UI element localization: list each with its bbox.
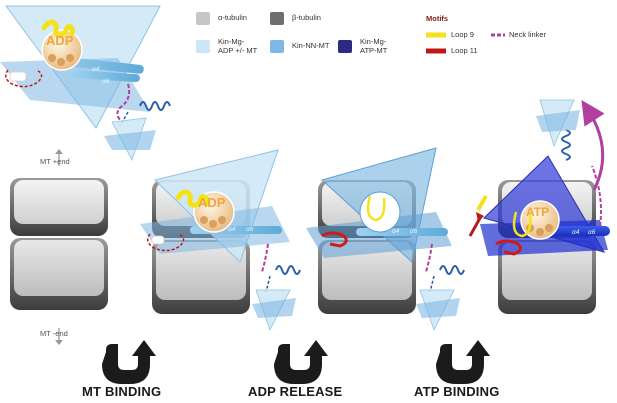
step-label-adp-release: ADP RELEASE — [248, 384, 343, 399]
legend-swatch-alpha-tubulin — [196, 12, 210, 25]
legend-swatch-kin-mg-atp — [338, 40, 352, 53]
legend-label-beta-tubulin: β-tubulin — [292, 13, 321, 22]
loop9 — [175, 189, 209, 208]
alpha4-label-state1: α4 — [92, 66, 100, 73]
mt-minus-end-label: MT -end — [40, 329, 68, 338]
legend — [196, 12, 352, 53]
step-label-atp-binding: ATP BINDING — [414, 384, 500, 399]
loop9 — [41, 19, 75, 38]
legend-swatch-kin-mg-adp — [196, 40, 210, 53]
alpha6-label-state2: α6 — [246, 226, 254, 233]
alpha6-helix — [70, 69, 140, 83]
adp-label-state2: ADP — [198, 195, 226, 210]
coiled-coil — [561, 129, 571, 161]
empty-nucleotide-pocket — [359, 191, 401, 233]
loop11-label: Loop 11 — [451, 46, 478, 55]
alpha4-label-state2: α4 — [228, 226, 236, 233]
alpha6-label-state3: α6 — [410, 228, 418, 235]
state-kinesin-atp-mt — [468, 99, 610, 314]
alpha6-label-state4: α6 — [588, 229, 596, 236]
loop11-ordered — [495, 239, 522, 256]
step-arrow-atp-binding — [436, 340, 490, 384]
step-label-mt-binding: MT BINDING — [82, 384, 162, 399]
alpha4-label-state3: α4 — [392, 228, 400, 235]
microtubule-reference — [10, 149, 108, 345]
step-arrow-mt-binding — [102, 340, 156, 384]
legend-swatch-kin-nn-mt — [270, 40, 284, 53]
loop11-ordered — [321, 231, 348, 248]
adp-label-state1: ADP — [46, 33, 74, 48]
legend-label-alpha-tubulin: α-tubulin — [218, 13, 247, 22]
legend-label-kin-nn-mt: Kin-NN-MT — [292, 41, 330, 50]
legend-label-kin-mg-adp: Kin-Mg- ADP +/- MT — [218, 37, 258, 55]
motifs-title: Motifs — [426, 14, 449, 23]
legend-swatch-beta-tubulin — [270, 12, 284, 25]
coiled-coil — [439, 265, 465, 275]
loop11-disordered — [5, 69, 43, 88]
loop9 — [512, 211, 532, 238]
coiled-coil — [139, 101, 171, 111]
atp-label-state4: ATP — [526, 205, 550, 219]
neck-linker — [425, 243, 433, 273]
alpha6-label-state1: α6 — [102, 78, 110, 85]
loop11-disordered — [147, 233, 185, 252]
coiled-coil — [275, 265, 301, 275]
neck-linker-docked — [591, 165, 602, 227]
neck-linker-label: Neck linker — [509, 30, 547, 39]
motifs-legend — [426, 32, 505, 54]
neck-linker — [261, 243, 269, 273]
neck-linker — [116, 83, 131, 121]
power-stroke-arrow — [581, 99, 605, 191]
state-kinesin-nn-mt — [306, 147, 465, 332]
loop9-label: Loop 9 — [451, 30, 474, 39]
legend-label-kin-mg-atp: Kin-Mg- ATP-MT — [360, 37, 388, 55]
alpha4-label-state4: α4 — [572, 229, 580, 236]
motor-domain-sheet — [0, 58, 150, 112]
state-kinesin-adp-mt — [140, 149, 301, 332]
mt-plus-end-label: MT +end — [40, 157, 70, 166]
loop9 — [366, 195, 386, 222]
state-free-kinesin-adp — [0, 5, 171, 162]
step-arrow-adp-release — [274, 340, 328, 384]
